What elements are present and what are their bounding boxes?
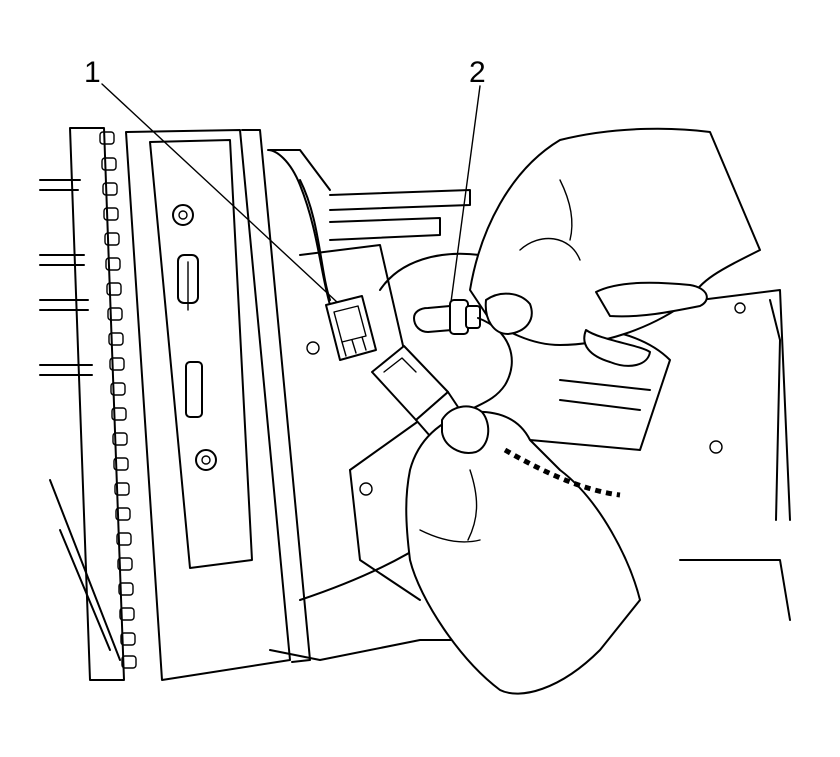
callout-1-label: 1 — [84, 56, 101, 89]
fastener-lower — [195, 449, 217, 471]
mounting-holes — [306, 302, 746, 496]
electrical-connector-icon — [325, 295, 377, 361]
clip-upper — [177, 254, 199, 311]
leader-line-1 — [101, 83, 339, 304]
clip-lower — [185, 361, 203, 418]
harness-wire — [267, 149, 331, 306]
seal-edge — [503, 447, 621, 498]
callout-2-label: 2 — [469, 56, 486, 89]
right-hand — [469, 127, 761, 367]
left-hand — [405, 405, 641, 695]
leader-line-2 — [450, 85, 481, 303]
bulb-socket-icon — [413, 299, 481, 335]
pillar-slots — [99, 131, 137, 669]
fastener-upper — [172, 204, 194, 226]
